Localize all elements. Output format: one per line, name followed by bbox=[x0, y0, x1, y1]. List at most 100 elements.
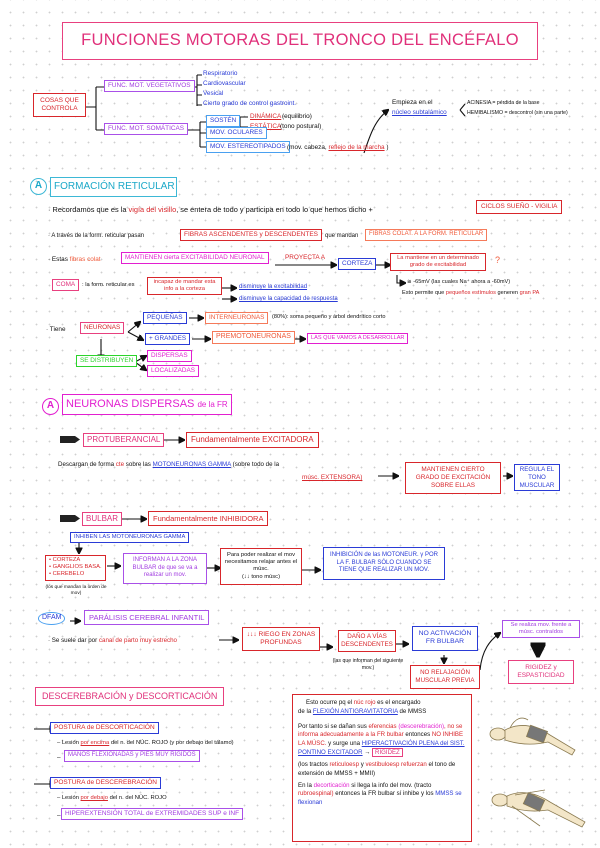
nucleo-subtalamico: núcleo subtalámico bbox=[392, 109, 447, 117]
highlight: por encima bbox=[80, 740, 110, 746]
highlight: decorticación bbox=[313, 781, 350, 789]
highlight: núc rojo bbox=[353, 699, 376, 706]
inhibicion-box: INHIBICIÓN de las MOTONEUR. γ POR LA F. … bbox=[323, 547, 445, 580]
dispersas-box: DISPERSAS bbox=[147, 350, 192, 362]
rigidez-tag: RIGIDEZ bbox=[372, 748, 403, 758]
text: A través de la form. reticular pasan bbox=[51, 233, 145, 239]
veg-item: Vesical bbox=[203, 90, 224, 97]
list-item: • CORTEZA bbox=[49, 557, 81, 563]
hemibalismo: HEMIBALISMO = descontrol (sin una parte) bbox=[467, 110, 568, 116]
inhiben-box: INHIBEN LAS MOTONEURONAS GAMMA bbox=[70, 532, 190, 544]
excitadora-box: Fundamentalmente EXCITADORA bbox=[186, 432, 319, 448]
text: Recordamos que es la bbox=[52, 205, 127, 214]
text: generen bbox=[497, 290, 519, 296]
func-somaticas-box: FUNC. MOT. SOMÁTICAS bbox=[104, 123, 188, 135]
text: Esto permite que bbox=[402, 290, 445, 296]
text: (los que mandan la orden de mov) bbox=[45, 585, 107, 596]
highlight: eferencias bbox=[368, 722, 397, 730]
paralisis-box: PARÁLISIS CEREBRAL INFANTIL bbox=[84, 610, 210, 626]
text: (las que informan del siguiente mov.) bbox=[332, 658, 404, 671]
text: Tiene bbox=[49, 326, 66, 333]
origen-box: • CORTEZA• GANGLIOS BASA.• CEREBELO bbox=[45, 555, 106, 581]
text: de MMSS bbox=[399, 707, 427, 715]
highlight: (descerebración) bbox=[398, 722, 445, 730]
text: de la bbox=[298, 707, 312, 715]
highlight: canal de parto muy estrecho bbox=[98, 637, 177, 644]
neuronas-box: NEURONAS bbox=[80, 322, 125, 334]
highlight: , no se informa adecuadamente bbox=[298, 722, 463, 739]
se-distribuyen-box: SE DISTRIBUYEN bbox=[76, 355, 138, 367]
premotoneuronas-box: PREMOTONEURONAS bbox=[212, 331, 295, 344]
text: , se entera de todo y participa en todo … bbox=[176, 205, 373, 214]
coma-box: COMA bbox=[52, 279, 80, 291]
dinamica: DINÁMICA bbox=[250, 113, 282, 120]
voltage-note: ≅ -65mV (las cuales Na⁺ ahora a -60mV) bbox=[407, 279, 511, 285]
highlight: a la FR bulbar bbox=[365, 731, 404, 739]
close-paren: ) bbox=[386, 144, 389, 151]
section-heading-formacion-reticular: FORMACIÓN RETICULAR bbox=[50, 177, 177, 197]
highlight: refuerzan bbox=[401, 760, 427, 768]
fibras-box: FIBRAS ASCENDENTES y DESCENDENTES bbox=[180, 229, 322, 242]
veg-item: Respiratorio bbox=[203, 70, 238, 77]
text: En la bbox=[298, 781, 312, 789]
dash: – bbox=[57, 754, 61, 761]
incapaz-box: incapaz de mandar esta info a la corteza bbox=[147, 277, 222, 296]
decerebration-figure-icon bbox=[491, 789, 586, 828]
dash: – bbox=[57, 812, 61, 819]
dfam-oval: DFAM bbox=[38, 612, 66, 625]
text: si llega la info del mov. (tracto bbox=[351, 781, 432, 789]
text: Se suele dar por bbox=[51, 637, 98, 644]
bulbar-box: BULBAR bbox=[82, 512, 123, 526]
text: del n. del NÚC. ROJO (y por debajo del t… bbox=[110, 740, 234, 746]
rigidez-box: RIGIDEZ y ESPASTICIDAD bbox=[508, 660, 574, 685]
highlight: NO INHIBE LA MÚSC. bbox=[298, 731, 464, 748]
arrow-icon bbox=[60, 515, 80, 522]
page-title: FUNCIONES MOTORAS DEL TRONCO DEL ENCÉFAL… bbox=[62, 22, 538, 60]
heading-text: NEURONAS DISPERSAS bbox=[66, 398, 195, 410]
protuberancial-box: PROTUBERANCIAL bbox=[83, 433, 165, 447]
section-heading-neuronas-dispersas: NEURONAS DISPERSAS de la FR bbox=[62, 394, 232, 415]
informan-box: INFORMAN A LA ZONA BULBAR de que se va a… bbox=[123, 553, 207, 584]
dano-box: DAÑO A VÍAS DESCENDENTES bbox=[338, 630, 396, 652]
heading-text: de la FR bbox=[197, 400, 228, 409]
regula-tono-box: REGULA EL TONO MUSCULAR bbox=[514, 464, 560, 492]
empieza-text: Empieza en el bbox=[392, 99, 433, 106]
postura-descerebracion-box: POSTURA de DESCEREBRACIÓN bbox=[50, 777, 161, 790]
text: el tono de extensión de MMSS + MMII) bbox=[298, 760, 456, 777]
text: entonces bbox=[405, 731, 431, 739]
text: y surge una bbox=[328, 740, 360, 748]
text: Por tanto si se dañan sus bbox=[298, 722, 367, 730]
inhibidora-box: Fundamentalmente INHIBIDORA bbox=[148, 511, 269, 527]
highlight: rubroespinal) bbox=[298, 790, 334, 798]
highlight: reticuloesp bbox=[329, 760, 359, 768]
arrow-icon bbox=[60, 436, 80, 443]
func-vegetativos-box: FUNC. MOT. VEGETATIVOS bbox=[104, 80, 195, 92]
explicacion-box: Esto ocurre pq el núc rojo es el encarga… bbox=[292, 694, 472, 842]
list-item: • GANGLIOS BASA. bbox=[49, 564, 102, 571]
highlight: por debajo bbox=[80, 795, 108, 801]
text: (sobre todo de la bbox=[232, 461, 280, 468]
veg-item: Cierto grado de control gastroint. bbox=[203, 100, 297, 107]
question-mark: ? bbox=[495, 255, 501, 265]
text: Estas bbox=[51, 256, 68, 263]
highlight: MMSS se flexionan bbox=[298, 790, 462, 807]
reflejo-marcha: reflejo de la marcha bbox=[328, 144, 385, 151]
section-marker: A bbox=[30, 178, 47, 195]
highlight: PONTINO EXCITADOR bbox=[298, 749, 363, 757]
mantienen-excitacion-box: MANTIENEN CIERTO GRADO DE EXCITACIÓN SOB… bbox=[405, 462, 501, 494]
ciclos-sueno-vigilia-box: CICLOS SUEÑO - VIGILIA bbox=[476, 200, 563, 214]
highlight: vestibuloesp bbox=[365, 760, 400, 768]
highlight: MOTONEURONAS GAMMA bbox=[152, 461, 231, 468]
highlight: HIPERACTIVACIÓN PLENA del SIST. bbox=[361, 740, 465, 748]
highlight: músc. EXTENSORA) bbox=[302, 474, 363, 481]
section-marker: A bbox=[42, 398, 59, 415]
text: (80%): soma pequeño y árbol dendrítico c… bbox=[272, 314, 386, 320]
pequenas-box: PEQUEÑAS bbox=[143, 312, 187, 324]
cosas-que-controla-box: COSAS QUE CONTROLA bbox=[33, 93, 86, 118]
mov-oculares-box: MOV. OCULARES bbox=[206, 127, 267, 139]
relajar-box: Para poder realizar el mov necesitamos r… bbox=[220, 548, 302, 585]
highlight: fibras colat bbox=[69, 256, 101, 263]
text: que mandan bbox=[325, 233, 359, 239]
text: (los tractos bbox=[298, 760, 328, 768]
text: – Lesión bbox=[57, 795, 79, 801]
